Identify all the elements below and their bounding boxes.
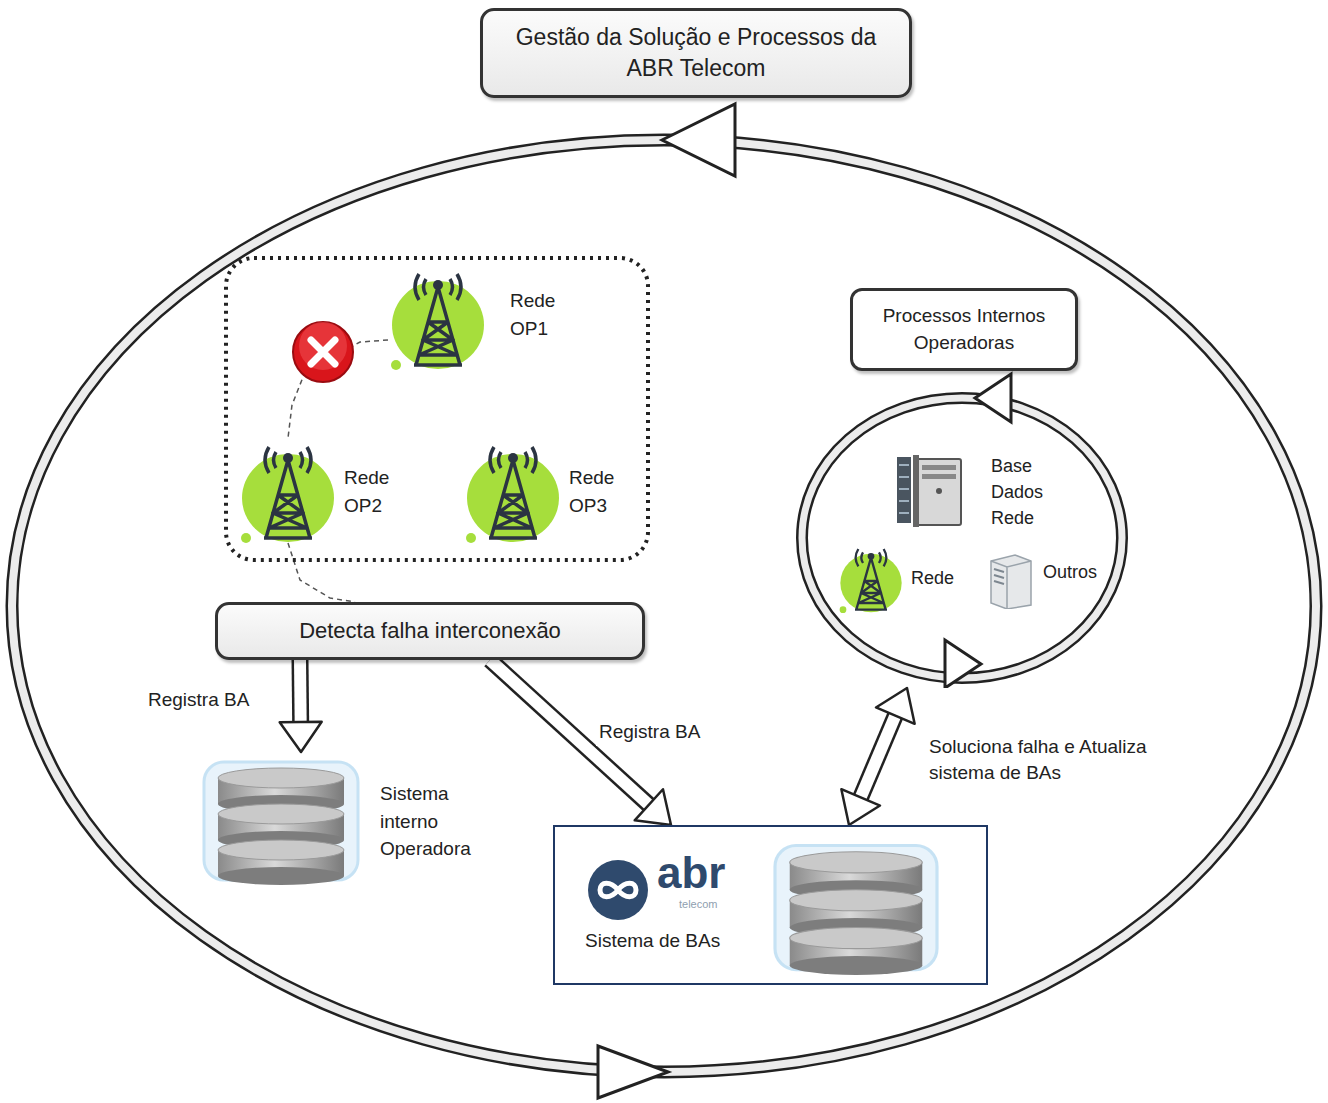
tower-icon bbox=[463, 438, 563, 543]
label-group: Rede OP2 bbox=[344, 464, 414, 519]
arrow-shaft-fill bbox=[294, 660, 307, 724]
label-group: Rede OP1 bbox=[510, 287, 580, 342]
label-group: Rede OP3 bbox=[569, 464, 639, 519]
tower-icon bbox=[388, 265, 488, 370]
internal-process-cycle: Processos Internos OperadorasBase Dados … bbox=[795, 288, 1130, 688]
network-node: Rede bbox=[837, 543, 954, 613]
failure-mark bbox=[293, 322, 353, 382]
arrowhead bbox=[635, 789, 671, 825]
cycle-arrowhead bbox=[598, 1046, 668, 1098]
arrow-shaft bbox=[292, 660, 310, 724]
arrowhead bbox=[841, 789, 880, 825]
outer-cycle-ring bbox=[12, 140, 1316, 1072]
database-icon bbox=[766, 835, 946, 977]
tower-icon bbox=[837, 543, 905, 613]
network-node: Rede OP2 bbox=[238, 438, 414, 543]
arrow-shaft-fill bbox=[860, 714, 896, 799]
node-text: Outros bbox=[1043, 559, 1097, 585]
edge-label: Registra BA bbox=[596, 718, 703, 746]
server-icon bbox=[985, 553, 1035, 609]
node-text: Sistema interno Operadora bbox=[380, 780, 510, 863]
label-group: Base Dados Rede bbox=[991, 453, 1063, 531]
node-text: Base Dados Rede bbox=[991, 453, 1063, 531]
arrowhead bbox=[876, 688, 915, 724]
network-node: Rede OP1 bbox=[388, 265, 580, 370]
edge-label: Registra BA bbox=[145, 686, 252, 714]
node-text: Rede OP2 bbox=[344, 464, 414, 519]
label-group: Sistema interno Operadora bbox=[380, 780, 510, 863]
edge-label: Soluciona falha e Atualiza sistema de BA… bbox=[926, 733, 1202, 786]
server-icon bbox=[895, 453, 965, 528]
node-text: Rede bbox=[911, 565, 954, 591]
node-text: Sistema de BAs bbox=[585, 929, 720, 954]
database-icon bbox=[196, 752, 366, 887]
node-text: Gestão da Solução e Processos da ABR Tel… bbox=[510, 22, 882, 84]
tower-icon bbox=[238, 438, 338, 543]
system-box: abr telecomSistema de BAs bbox=[553, 825, 988, 985]
network-node: Rede OP3 bbox=[463, 438, 639, 543]
label-group: Rede bbox=[911, 565, 954, 591]
outer-cycle-ring-fill bbox=[12, 140, 1316, 1072]
operators-group bbox=[226, 258, 648, 560]
database-server: Base Dados Rede bbox=[895, 453, 1063, 531]
node-text: telecom bbox=[679, 899, 718, 910]
process-box: Detecta falha interconexão bbox=[215, 602, 645, 660]
node-text: abr bbox=[657, 849, 725, 897]
arrowhead bbox=[280, 722, 322, 752]
node-text: Rede OP3 bbox=[569, 464, 639, 519]
database-node: Sistema interno Operadora bbox=[196, 752, 510, 887]
abr-logo-mark bbox=[587, 859, 649, 921]
process-box: Gestão da Solução e Processos da ABR Tel… bbox=[480, 8, 912, 98]
node-text: Detecta falha interconexão bbox=[299, 616, 561, 646]
node-text: Rede OP1 bbox=[510, 287, 580, 342]
cycle-arrowhead bbox=[662, 104, 735, 176]
arrow-shaft bbox=[860, 714, 896, 799]
server-node: Outros bbox=[985, 553, 1097, 609]
dashed-link bbox=[288, 543, 355, 602]
node-text: Processos Internos Operadoras bbox=[850, 288, 1078, 371]
label-group: Outros bbox=[1043, 559, 1097, 585]
